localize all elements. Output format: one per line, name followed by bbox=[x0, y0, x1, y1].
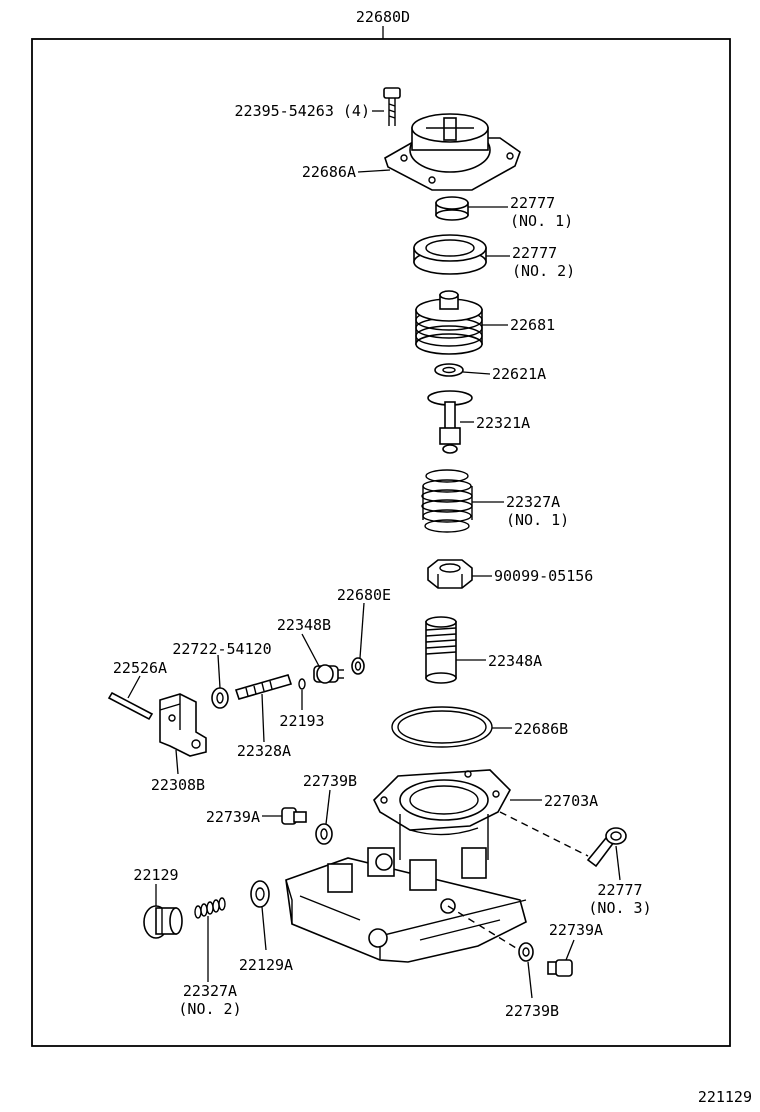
label-washer-e: 22680E bbox=[337, 586, 391, 604]
bolt-a-right-part bbox=[547, 959, 573, 977]
leader-washer-e bbox=[359, 602, 365, 659]
label-seal-no3: 22777 bbox=[597, 881, 642, 899]
leader-bracket bbox=[175, 749, 179, 775]
seal-no3-part bbox=[586, 827, 627, 868]
cover-part bbox=[384, 113, 521, 191]
leader-plug-b bbox=[301, 633, 321, 669]
label-cap-no1-sub: (NO. 1) bbox=[510, 212, 573, 230]
label-oring-large: 22686B bbox=[514, 720, 568, 738]
pin-part bbox=[107, 691, 154, 721]
nut-part bbox=[427, 559, 473, 589]
seal-no2-part bbox=[413, 234, 487, 275]
base-housing-part bbox=[285, 847, 527, 963]
leader-bolt-a-right bbox=[565, 939, 575, 961]
washer-e-part bbox=[351, 657, 365, 675]
valve-part bbox=[427, 390, 473, 454]
screw-part bbox=[383, 87, 401, 126]
washer-small-part bbox=[434, 363, 464, 377]
plug-part bbox=[143, 905, 183, 939]
leader-seal-no3 bbox=[615, 845, 621, 881]
leader-gasket-plug bbox=[261, 906, 267, 951]
diaphragm-part bbox=[415, 290, 483, 355]
label-cap-no1: 22777 bbox=[510, 194, 555, 212]
label-seal-no3-sub: (NO. 3) bbox=[588, 899, 651, 917]
label-plug: 22129 bbox=[133, 866, 178, 884]
leader-washer-small bbox=[462, 371, 491, 375]
bolt-a-left-part bbox=[281, 807, 307, 825]
plug-b-part bbox=[313, 664, 344, 684]
leader-pin bbox=[127, 675, 141, 699]
label-spring-no1: 22327A bbox=[506, 493, 560, 511]
label-washer-small: 22621A bbox=[492, 365, 546, 383]
spring-no1-part bbox=[421, 469, 473, 533]
label-bracket: 22308B bbox=[151, 776, 205, 794]
adjuster-part bbox=[425, 616, 457, 684]
label-body: 22703A bbox=[544, 792, 598, 810]
label-seal-no2: 22777 bbox=[512, 244, 557, 262]
oring-small-part bbox=[298, 678, 306, 690]
gasket-b-lower-part bbox=[518, 942, 534, 962]
adj-screw-part bbox=[234, 674, 293, 700]
label-gasket-b-upper: 22739B bbox=[303, 772, 357, 790]
leader-adj-screw bbox=[261, 693, 265, 743]
leader-cover bbox=[357, 169, 391, 173]
label-adj-screw: 22328A bbox=[237, 742, 291, 760]
label-diaphragm: 22681 bbox=[510, 316, 555, 334]
label-spring-no2-sub: (NO. 2) bbox=[178, 1000, 241, 1018]
label-gasket-plug: 22129A bbox=[239, 956, 293, 974]
label-nut: 90099-05156 bbox=[494, 567, 593, 585]
label-pin: 22526A bbox=[113, 659, 167, 677]
oring-large-part bbox=[391, 706, 493, 748]
label-bolt-a-right: 22739A bbox=[549, 921, 603, 939]
assembly-part-number: 22680D bbox=[356, 8, 410, 26]
gasket-plug-part bbox=[250, 880, 270, 908]
spring-no2-part bbox=[194, 897, 226, 919]
assembly-frame bbox=[31, 38, 731, 1047]
cap-no1-part bbox=[435, 196, 469, 221]
bracket-part bbox=[159, 693, 207, 757]
label-seal-no2-sub: (NO. 2) bbox=[512, 262, 575, 280]
footer-code: 221129 bbox=[698, 1088, 752, 1106]
leader-gasket-b-lower bbox=[527, 961, 533, 999]
label-valve: 22321A bbox=[476, 414, 530, 432]
leader-ring-screw bbox=[217, 654, 221, 689]
gasket-b-upper-part bbox=[315, 823, 333, 845]
body-part bbox=[373, 769, 511, 860]
label-oring-small: 22193 bbox=[279, 712, 324, 730]
dashed-connection-no3 bbox=[499, 811, 589, 857]
ring-screw-part bbox=[211, 687, 229, 709]
label-gasket-b-lower: 22739B bbox=[505, 1002, 559, 1020]
label-spring-no2: 22327A bbox=[183, 982, 237, 1000]
label-bolt-a-left: 22739A bbox=[206, 808, 260, 826]
label-spring-no1-sub: (NO. 1) bbox=[506, 511, 569, 529]
label-screw: 22395-54263 (4) bbox=[235, 102, 370, 120]
label-adjuster: 22348A bbox=[488, 652, 542, 670]
label-cover: 22686A bbox=[302, 163, 356, 181]
leader-gasket-b-upper bbox=[325, 789, 331, 825]
label-plug-b: 22348B bbox=[277, 616, 331, 634]
label-ring-screw: 22722-54120 bbox=[172, 640, 271, 658]
dashed-connection-lower bbox=[447, 905, 517, 949]
